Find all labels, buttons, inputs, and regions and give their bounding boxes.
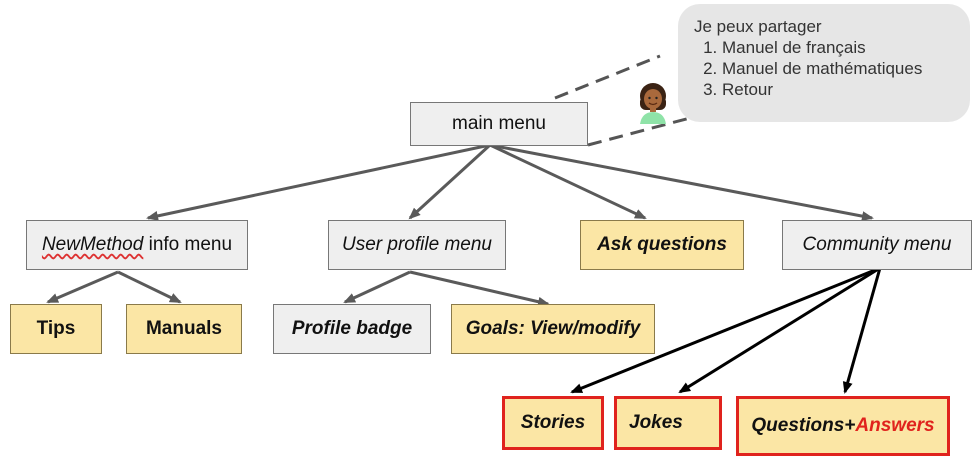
profile-badge-label: Profile badge xyxy=(291,318,413,339)
edge-newmethod-tips xyxy=(46,270,119,304)
bubble-options-list: Manuel de français Manuel de mathématiqu… xyxy=(694,37,954,100)
jokes-node: Jokes xyxy=(614,396,722,450)
questions-part: Questions+ xyxy=(751,415,856,436)
tips-node: Tips xyxy=(10,304,102,354)
ask-questions-node: Ask questions xyxy=(580,220,744,270)
edge-profile-goals xyxy=(409,270,550,307)
manuals-label: Manuals xyxy=(145,318,223,339)
user-profile-menu-label: User profile menu xyxy=(342,234,492,255)
jokes-label: Jokes xyxy=(629,412,683,433)
ask-questions-label: Ask questions xyxy=(597,234,727,255)
bubble-intro: Je peux partager xyxy=(694,17,822,36)
edge-community-qa xyxy=(842,267,882,394)
newmethod-brand: NewMethod xyxy=(41,234,144,255)
edge-community-jokes xyxy=(678,266,881,394)
community-menu-label: Community menu xyxy=(802,234,952,255)
edge-newmethod-manuals xyxy=(117,270,182,304)
goals-label: Goals: View/modify xyxy=(465,318,641,339)
manuals-node: Manuals xyxy=(126,304,242,354)
user-profile-menu-node: User profile menu xyxy=(328,220,506,270)
edge-main-ask xyxy=(489,143,647,220)
speech-bubble: Je peux partager Manuel de français Manu… xyxy=(678,4,970,122)
stories-node: Stories xyxy=(502,396,604,450)
newmethod-rest: info menu xyxy=(143,234,233,255)
edge-main-userprofile xyxy=(408,143,492,220)
community-menu-node: Community menu xyxy=(782,220,972,270)
newmethod-info-menu-node: NewMethod info menu xyxy=(26,220,248,270)
woman-avatar-icon xyxy=(640,83,666,124)
newmethod-label: NewMethod info menu xyxy=(42,234,232,256)
profile-badge-node: Profile badge xyxy=(273,304,431,354)
questions-answers-label: Questions+Answers xyxy=(751,415,934,437)
main-menu-label: main menu xyxy=(452,113,546,134)
callout-line-lower xyxy=(587,116,691,147)
edge-community-stories xyxy=(570,266,881,394)
answers-part: Answers xyxy=(855,415,935,436)
main-menu-node: main menu xyxy=(410,102,588,146)
edge-profile-badge xyxy=(343,270,411,304)
tips-label: Tips xyxy=(36,318,76,339)
bubble-option: Retour xyxy=(722,79,954,100)
bubble-option: Manuel de mathématiques xyxy=(722,58,954,79)
questions-answers-node: Questions+Answers xyxy=(736,396,950,456)
edge-main-community xyxy=(489,143,874,222)
goals-node: Goals: View/modify xyxy=(451,304,655,354)
bubble-option: Manuel de français xyxy=(722,37,954,58)
stories-label: Stories xyxy=(520,412,586,433)
callout-line-upper xyxy=(554,54,661,100)
edge-main-newmethod xyxy=(146,143,491,221)
